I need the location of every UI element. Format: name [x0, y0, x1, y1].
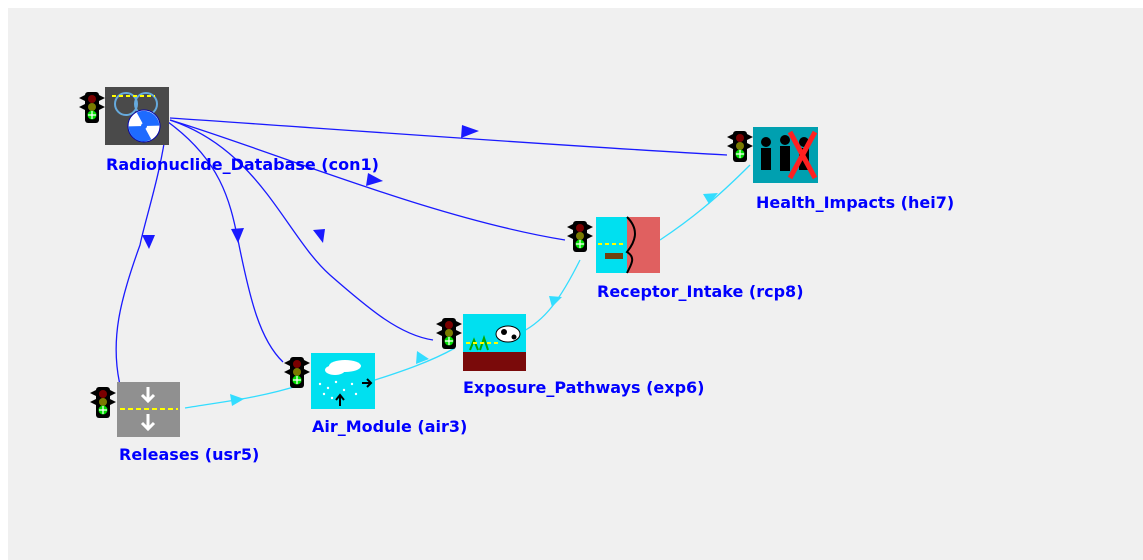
node-con1[interactable]: Radionuclide_Database (con1): [78, 87, 379, 174]
link-con1-hei7[interactable]: [169, 117, 728, 156]
link-arrow-con1-exp6: [313, 229, 325, 243]
air-module-icon: [311, 353, 375, 409]
flow-arrow-air3-exp6: [416, 351, 429, 364]
database-radiation-icon: [105, 87, 169, 145]
link-arrow-con1-hei7: [461, 125, 479, 138]
link-con1-rcp8[interactable]: [169, 119, 566, 241]
status-traffic-light-icon: [89, 386, 117, 419]
flow-rcp8-hei7[interactable]: [659, 164, 751, 241]
link-arrow-con1-rcp8: [366, 173, 383, 186]
status-traffic-light-icon: [435, 317, 463, 350]
node-rcp8[interactable]: Receptor_Intake (rcp8): [566, 216, 804, 301]
link-con1-exp6[interactable]: [169, 119, 434, 341]
status-traffic-light-icon: [726, 130, 754, 163]
node-label: Air_Module (air3): [312, 417, 467, 436]
link-arrow-con1-usr5: [142, 235, 155, 249]
flow-air3-exp6[interactable]: [374, 347, 456, 381]
node-label: Radionuclide_Database (con1): [106, 155, 379, 174]
flow-exp6-rcp8[interactable]: [521, 259, 581, 333]
node-exp6[interactable]: Exposure_Pathways (exp6): [435, 314, 704, 397]
status-traffic-light-icon: [78, 91, 106, 124]
flow-layer: [184, 164, 751, 409]
health-impacts-icon: [753, 127, 818, 183]
node-label: Receptor_Intake (rcp8): [597, 282, 804, 301]
node-label: Releases (usr5): [119, 445, 259, 464]
link-arrow-con1-air3: [231, 228, 244, 243]
status-traffic-light-icon: [566, 220, 594, 253]
flow-usr5-air3[interactable]: [184, 384, 301, 409]
releases-icon: [117, 382, 180, 437]
exposure-pathways-icon: [463, 314, 526, 371]
links-layer: [115, 117, 728, 386]
node-air3[interactable]: Air_Module (air3): [283, 353, 467, 436]
diagram-canvas: Radionuclide_Database (con1) Health_Impa…: [8, 8, 1143, 560]
link-con1-usr5[interactable]: [115, 121, 168, 386]
flow-arrow-exp6-rcp8: [549, 296, 562, 307]
status-traffic-light-icon: [283, 356, 311, 389]
diagram-svg: Radionuclide_Database (con1) Health_Impa…: [78, 87, 954, 464]
receptor-intake-icon: [596, 216, 660, 274]
node-hei7[interactable]: Health_Impacts (hei7): [726, 127, 954, 212]
node-label: Health_Impacts (hei7): [756, 193, 954, 212]
node-label: Exposure_Pathways (exp6): [463, 378, 704, 397]
flow-arrow-usr5-air3: [230, 394, 244, 406]
node-usr5[interactable]: Releases (usr5): [89, 382, 259, 464]
flow-arrow-rcp8-hei7: [703, 193, 718, 204]
